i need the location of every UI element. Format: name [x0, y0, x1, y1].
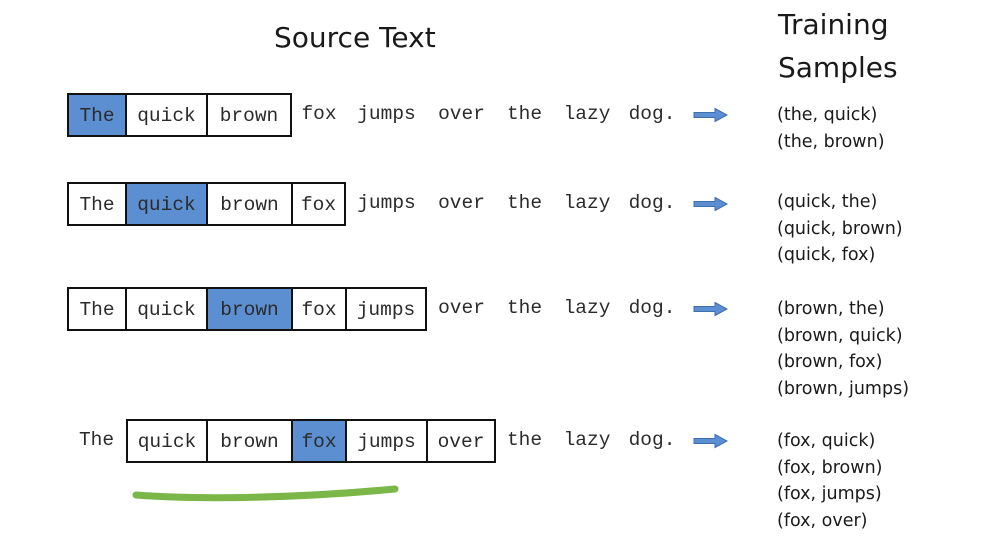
training-samples-list-3: (brown, the) (brown, quick) (brown, fox) (b…: [777, 296, 909, 402]
context-word: brown: [207, 419, 292, 463]
context-word: quick: [126, 287, 207, 331]
context-word: The: [67, 287, 126, 331]
context-word: The: [67, 182, 126, 226]
context-word: jumps: [346, 287, 427, 331]
word: dog.: [628, 297, 676, 319]
training-sample: (the, quick): [777, 105, 878, 125]
right-arrow-icon: [693, 301, 729, 317]
context-word: quick: [126, 93, 207, 137]
word: jumps: [357, 192, 416, 214]
training-sample: (fox, quick): [777, 431, 876, 451]
word: lazy: [563, 192, 611, 214]
training-sample: (brown, the): [777, 299, 885, 319]
training-samples-title: Training Samples: [778, 8, 898, 84]
source-text-title: Source Text: [274, 21, 436, 54]
word: dog.: [628, 103, 676, 125]
training-sample: (brown, quick): [777, 325, 903, 346]
training-sample: (fox, jumps): [777, 484, 882, 504]
word: dog.: [628, 429, 676, 451]
training-sample: (brown, jumps): [777, 378, 910, 399]
context-word: jumps: [346, 419, 427, 463]
training-sample: (brown, fox): [777, 352, 883, 372]
word: the: [506, 429, 543, 451]
word: over: [438, 297, 485, 319]
training-sample: (quick, fox): [777, 245, 876, 265]
training-samples-list-2: (quick, the) (quick, brown) (quick, fox): [777, 189, 903, 269]
target-word: The: [67, 93, 126, 137]
target-word: brown: [207, 287, 292, 331]
right-arrow-icon: [693, 433, 729, 449]
word: the: [506, 103, 543, 125]
word: dog.: [628, 192, 676, 214]
target-word: fox: [292, 419, 346, 463]
underline-stroke: [132, 485, 399, 502]
context-word: brown: [207, 93, 292, 137]
word: lazy: [563, 103, 611, 125]
training-sample: (quick, brown): [777, 218, 903, 239]
context-word: brown: [207, 182, 292, 226]
training-sample: (quick, the): [777, 192, 878, 212]
training-samples-list-4: (fox, quick) (fox, brown) (fox, jumps) (fox…: [777, 428, 883, 534]
word: fox: [301, 103, 337, 125]
context-word: fox: [292, 287, 346, 331]
training-sample: (the, brown): [777, 131, 885, 152]
target-word: quick: [126, 182, 207, 226]
word: lazy: [563, 297, 611, 319]
context-word: over: [427, 419, 496, 463]
word: the: [506, 192, 543, 214]
word: jumps: [357, 103, 416, 125]
right-arrow-icon: [693, 196, 729, 212]
word: the: [506, 297, 543, 319]
context-word: fox: [292, 182, 346, 226]
word: over: [438, 103, 485, 125]
word: lazy: [563, 429, 611, 451]
right-arrow-icon: [693, 107, 729, 123]
training-sample: (fox, over): [777, 510, 868, 531]
training-samples-list-1: (the, quick) (the, brown): [777, 102, 885, 155]
word: The: [78, 429, 115, 451]
training-sample: (fox, brown): [777, 457, 883, 478]
word: over: [438, 192, 485, 214]
context-word: quick: [126, 419, 207, 463]
